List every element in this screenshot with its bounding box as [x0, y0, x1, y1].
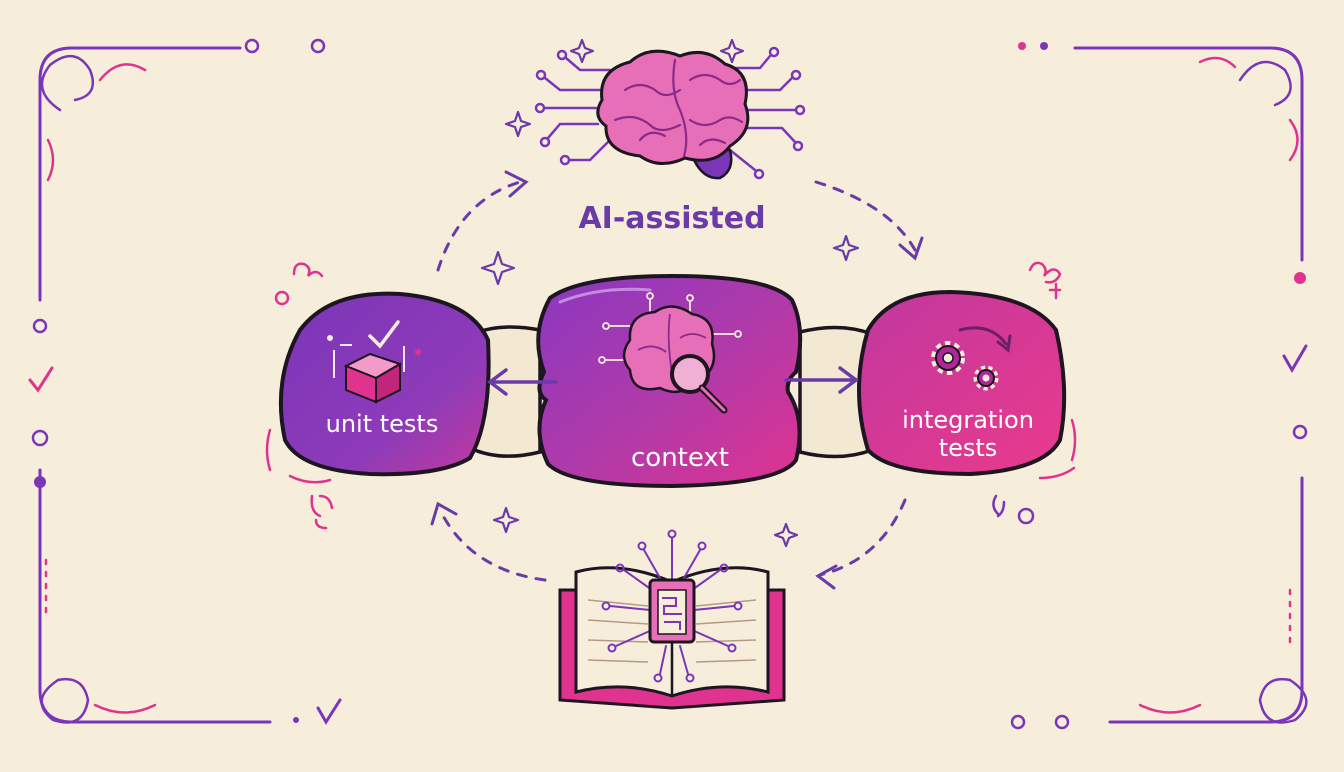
integration-tests-node: integration tests — [857, 261, 1077, 525]
gears-icon — [931, 326, 1012, 391]
context-node: context — [536, 273, 803, 489]
integration-label-line1: integration — [902, 406, 1034, 434]
unit-test-box-icon — [333, 344, 405, 404]
cycle-arrows — [430, 170, 924, 590]
sparkle-icon — [480, 38, 860, 548]
book-chip-icon — [558, 529, 786, 710]
left-arrow-icon — [487, 368, 558, 396]
unit-tests-node: unit tests — [265, 262, 491, 530]
context-label: context — [631, 443, 729, 473]
frame-decoration — [28, 38, 1308, 730]
brain-magnifier-icon — [598, 292, 742, 414]
integration-label-line2: tests — [939, 434, 998, 462]
unit-tests-label: unit tests — [326, 410, 439, 438]
top-label: AI-assisted — [578, 201, 765, 236]
brain-circuit-icon — [534, 46, 806, 180]
right-arrow-icon — [784, 366, 859, 394]
check-icon — [368, 320, 400, 349]
